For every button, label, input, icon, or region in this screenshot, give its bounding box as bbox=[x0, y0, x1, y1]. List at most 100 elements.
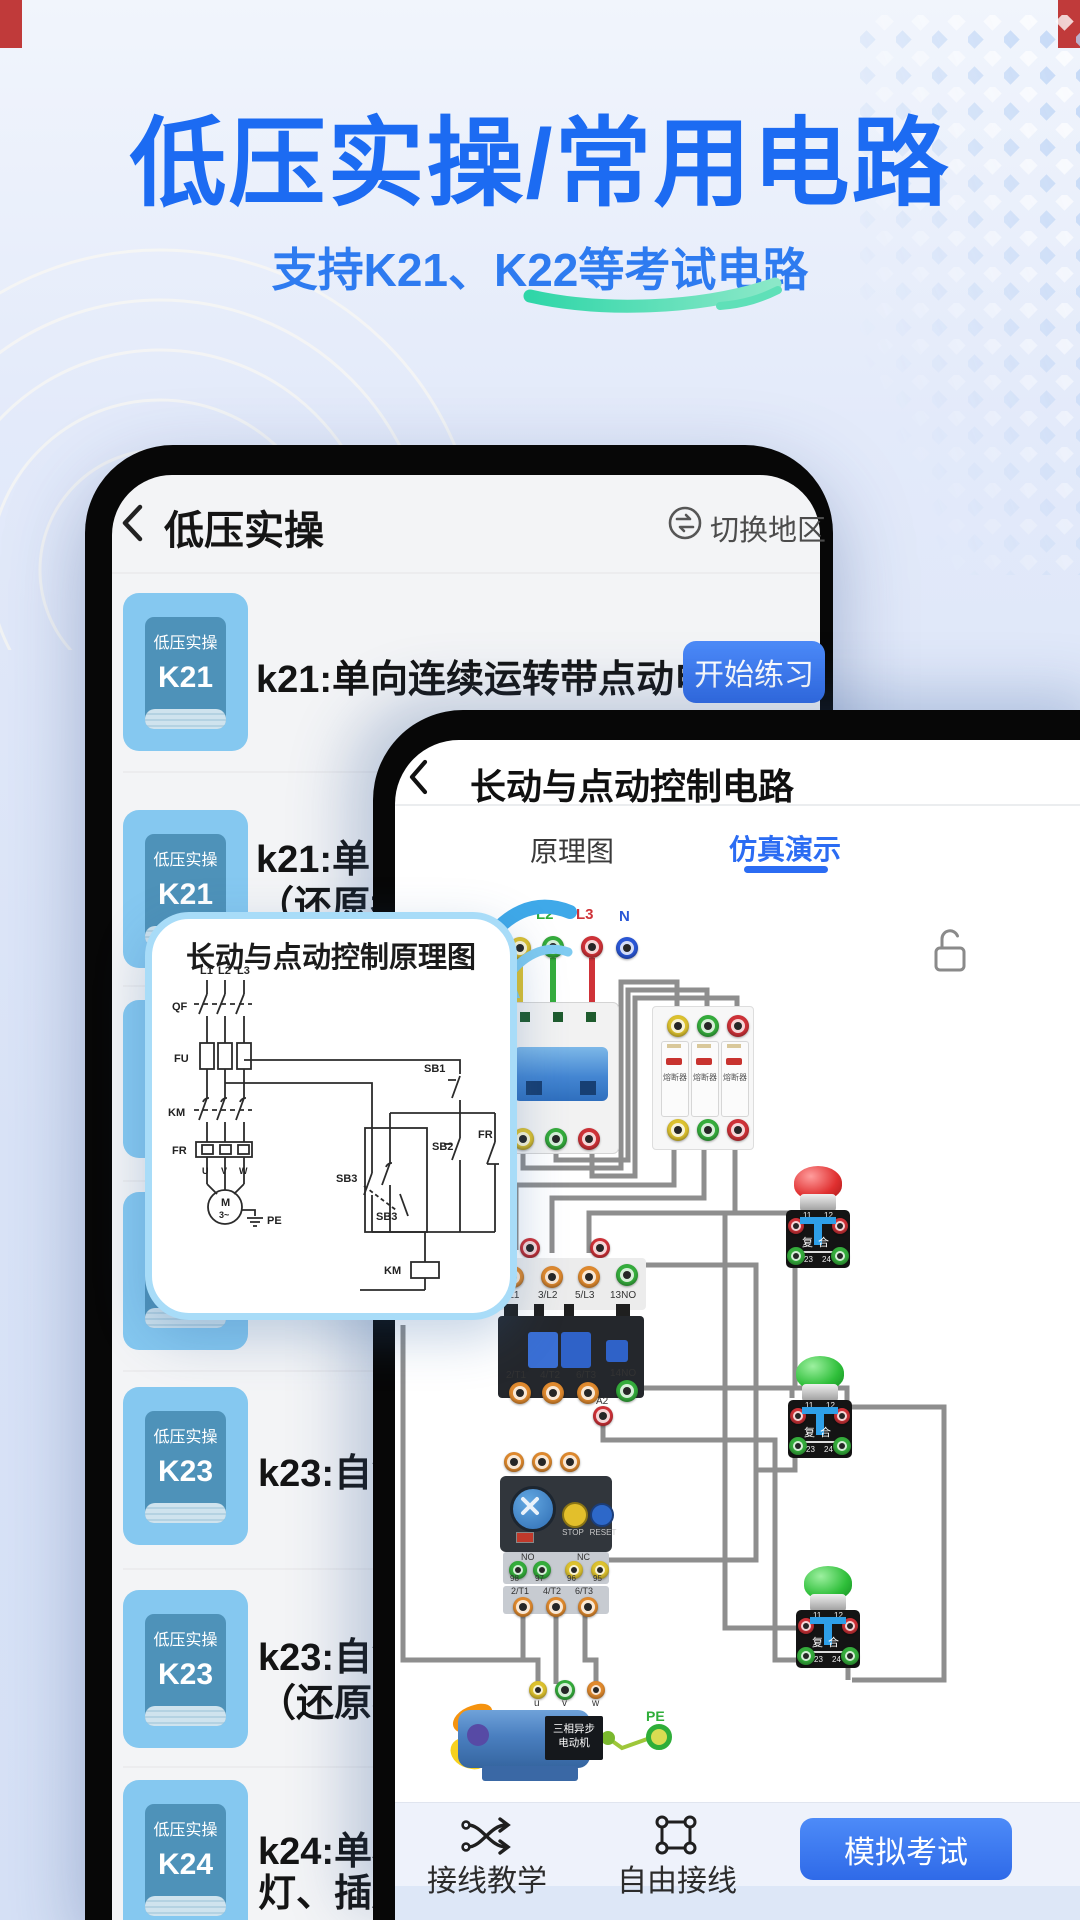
contactor-tab bbox=[534, 1304, 544, 1316]
sch-u-label: U bbox=[202, 1166, 209, 1176]
contactor-3l2-terminal[interactable] bbox=[541, 1266, 563, 1288]
start-practice-button[interactable]: 开始练习 bbox=[683, 641, 825, 703]
motor-u-terminal[interactable] bbox=[529, 1681, 547, 1699]
fuse-top-terminal-3[interactable] bbox=[727, 1015, 749, 1037]
button-23-terminal[interactable] bbox=[787, 1247, 805, 1265]
relay-bottom-terminal-1[interactable] bbox=[513, 1597, 533, 1617]
button-12-terminal[interactable] bbox=[834, 1408, 850, 1424]
button-12-terminal[interactable] bbox=[842, 1618, 858, 1634]
supply-terminal-l3[interactable] bbox=[581, 936, 603, 958]
button-24-terminal[interactable] bbox=[831, 1247, 849, 1265]
motor-w-terminal[interactable] bbox=[587, 1681, 605, 1699]
header-divider bbox=[395, 804, 1080, 806]
supply-terminal-n[interactable] bbox=[616, 937, 638, 959]
button-23-terminal[interactable] bbox=[789, 1437, 807, 1455]
course-card-k21[interactable]: 低压实操 K21 bbox=[123, 593, 248, 751]
subtitle-underline-swoosh bbox=[523, 277, 782, 313]
course-card-k23[interactable]: 低压实操 K23 bbox=[123, 1387, 248, 1545]
relay-stop-button[interactable] bbox=[562, 1502, 588, 1528]
relay-top-terminal-3[interactable] bbox=[560, 1452, 580, 1472]
back-icon[interactable] bbox=[116, 500, 150, 546]
fuse-bottom-terminal-1[interactable] bbox=[667, 1119, 689, 1141]
contactor-a2-top-terminal[interactable] bbox=[590, 1238, 610, 1258]
sch-sb2-label: SB2 bbox=[432, 1141, 453, 1153]
motor[interactable]: u v w 三相异步 电动机 bbox=[446, 1678, 620, 1790]
unlock-icon[interactable] bbox=[928, 922, 974, 978]
switch-region-button[interactable]: 切换地区 bbox=[710, 515, 827, 547]
back-icon[interactable] bbox=[404, 756, 434, 798]
breaker-handle[interactable] bbox=[514, 1047, 608, 1101]
tab-simulation[interactable]: 仿真演示 bbox=[728, 834, 841, 865]
sch-km-coil-label: KM bbox=[384, 1265, 401, 1277]
relay-bottom-terminal-2[interactable] bbox=[546, 1597, 566, 1617]
contactor-6t3-terminal[interactable] bbox=[577, 1382, 599, 1404]
wiring-teach-icon[interactable] bbox=[460, 1814, 514, 1858]
fuse-1[interactable]: 熔断器 bbox=[661, 1041, 689, 1117]
fuse-top-terminal-1[interactable] bbox=[667, 1015, 689, 1037]
relay-bottom-terminal-3[interactable] bbox=[578, 1597, 598, 1617]
relay-top-terminal-2[interactable] bbox=[532, 1452, 552, 1472]
tab-schematic[interactable]: 原理图 bbox=[529, 836, 614, 867]
book-tag: 低压实操 bbox=[153, 1429, 218, 1446]
stop-pushbutton-red[interactable]: 11 12 复合 23 24 bbox=[786, 1166, 850, 1268]
contactor-2t1-terminal[interactable] bbox=[509, 1382, 531, 1404]
contactor-4t2-label: 4/T2 bbox=[540, 1370, 561, 1381]
motor-name-line2: 电动机 bbox=[558, 1737, 590, 1750]
breaker-handle-notch bbox=[580, 1081, 596, 1095]
button-24-terminal[interactable] bbox=[833, 1437, 851, 1455]
contactor-5l3-terminal[interactable] bbox=[578, 1266, 600, 1288]
relay-97-terminal[interactable] bbox=[533, 1561, 551, 1579]
fuse-3[interactable]: 熔断器 bbox=[721, 1041, 749, 1117]
contactor-tab bbox=[504, 1304, 518, 1316]
relay-body: STOP RESET bbox=[500, 1476, 616, 1552]
free-wiring-icon[interactable] bbox=[652, 1812, 702, 1860]
relay-top-terminal-1[interactable] bbox=[504, 1452, 524, 1472]
fuse-cap bbox=[697, 1044, 711, 1048]
contactor-a1-terminal[interactable] bbox=[520, 1238, 540, 1258]
contactor-3l2-label: 3/L2 bbox=[538, 1290, 558, 1301]
start-pushbutton-green-1[interactable]: 11 12 复合 23 24 bbox=[788, 1356, 852, 1458]
list-item-title[interactable]: k21:单向连续运转带点动电路 bbox=[256, 659, 751, 701]
button-type-label: 复合 bbox=[812, 1637, 844, 1649]
button-12-terminal[interactable] bbox=[832, 1218, 848, 1234]
bottom-safe-area bbox=[395, 1886, 1080, 1920]
start-pushbutton-green-2[interactable]: 11 12 复合 23 24 bbox=[796, 1566, 860, 1668]
course-card-k24[interactable]: 低压实操 K24 bbox=[123, 1780, 248, 1920]
fuse-top-terminal-2[interactable] bbox=[697, 1015, 719, 1037]
fuse-bottom-terminal-3[interactable] bbox=[727, 1119, 749, 1141]
fuse-block[interactable]: 熔断器 熔断器 熔断器 bbox=[652, 1006, 754, 1150]
motor-v-terminal[interactable] bbox=[555, 1680, 575, 1700]
thermal-relay[interactable]: STOP RESET NO NC 98 97 96 95 2/T1 4/T2 6… bbox=[500, 1448, 616, 1617]
switch-region-icon[interactable] bbox=[666, 504, 704, 542]
course-card-k23b[interactable]: 低压实操 K23 bbox=[123, 1590, 248, 1748]
contactor[interactable]: A1 A2 1/L1 3/L2 5/L3 13NO 2/T1 4/T2 6/T3… bbox=[496, 1230, 646, 1426]
contactor-14no-label: 14NO bbox=[610, 1368, 637, 1379]
button-23-terminal[interactable] bbox=[797, 1647, 815, 1665]
page-title: 低压实操/常用电路 bbox=[129, 109, 951, 218]
nav-item-free-wiring[interactable]: 自由接线 bbox=[617, 1865, 737, 1898]
breaker-out-terminal-3[interactable] bbox=[578, 1128, 600, 1150]
nav-item-wiring-teach[interactable]: 接线教学 bbox=[427, 1865, 547, 1898]
book-code: K23 bbox=[157, 1455, 214, 1488]
sch-km-label: KM bbox=[168, 1107, 185, 1119]
button-24-terminal[interactable] bbox=[841, 1647, 859, 1665]
contactor-4t2-terminal[interactable] bbox=[542, 1382, 564, 1404]
fuse-2[interactable]: 熔断器 bbox=[691, 1041, 719, 1117]
breaker-handle-notch bbox=[526, 1081, 542, 1095]
contactor-14no-terminal[interactable] bbox=[616, 1380, 638, 1402]
pe-terminal[interactable] bbox=[646, 1724, 672, 1750]
relay-dial[interactable] bbox=[510, 1486, 556, 1532]
contactor-13no-terminal[interactable] bbox=[616, 1264, 638, 1286]
fuse-bottom-terminal-2[interactable] bbox=[697, 1119, 719, 1141]
breaker-out-terminal-2[interactable] bbox=[545, 1128, 567, 1150]
relay-95-terminal[interactable] bbox=[591, 1561, 609, 1579]
mock-exam-button[interactable]: 模拟考试 bbox=[800, 1818, 1012, 1880]
contactor-a2-bottom-terminal[interactable] bbox=[593, 1406, 613, 1426]
relay-98-terminal[interactable] bbox=[509, 1561, 527, 1579]
button-type-label: 复合 bbox=[804, 1427, 836, 1439]
relay-reset-button[interactable] bbox=[590, 1503, 614, 1527]
breaker-out-terminal-1[interactable] bbox=[512, 1128, 534, 1150]
relay-96-terminal[interactable] bbox=[565, 1561, 583, 1579]
relay-b2t1-label: 2/T1 bbox=[511, 1586, 530, 1596]
sch-l1-label: L1 bbox=[200, 965, 213, 977]
